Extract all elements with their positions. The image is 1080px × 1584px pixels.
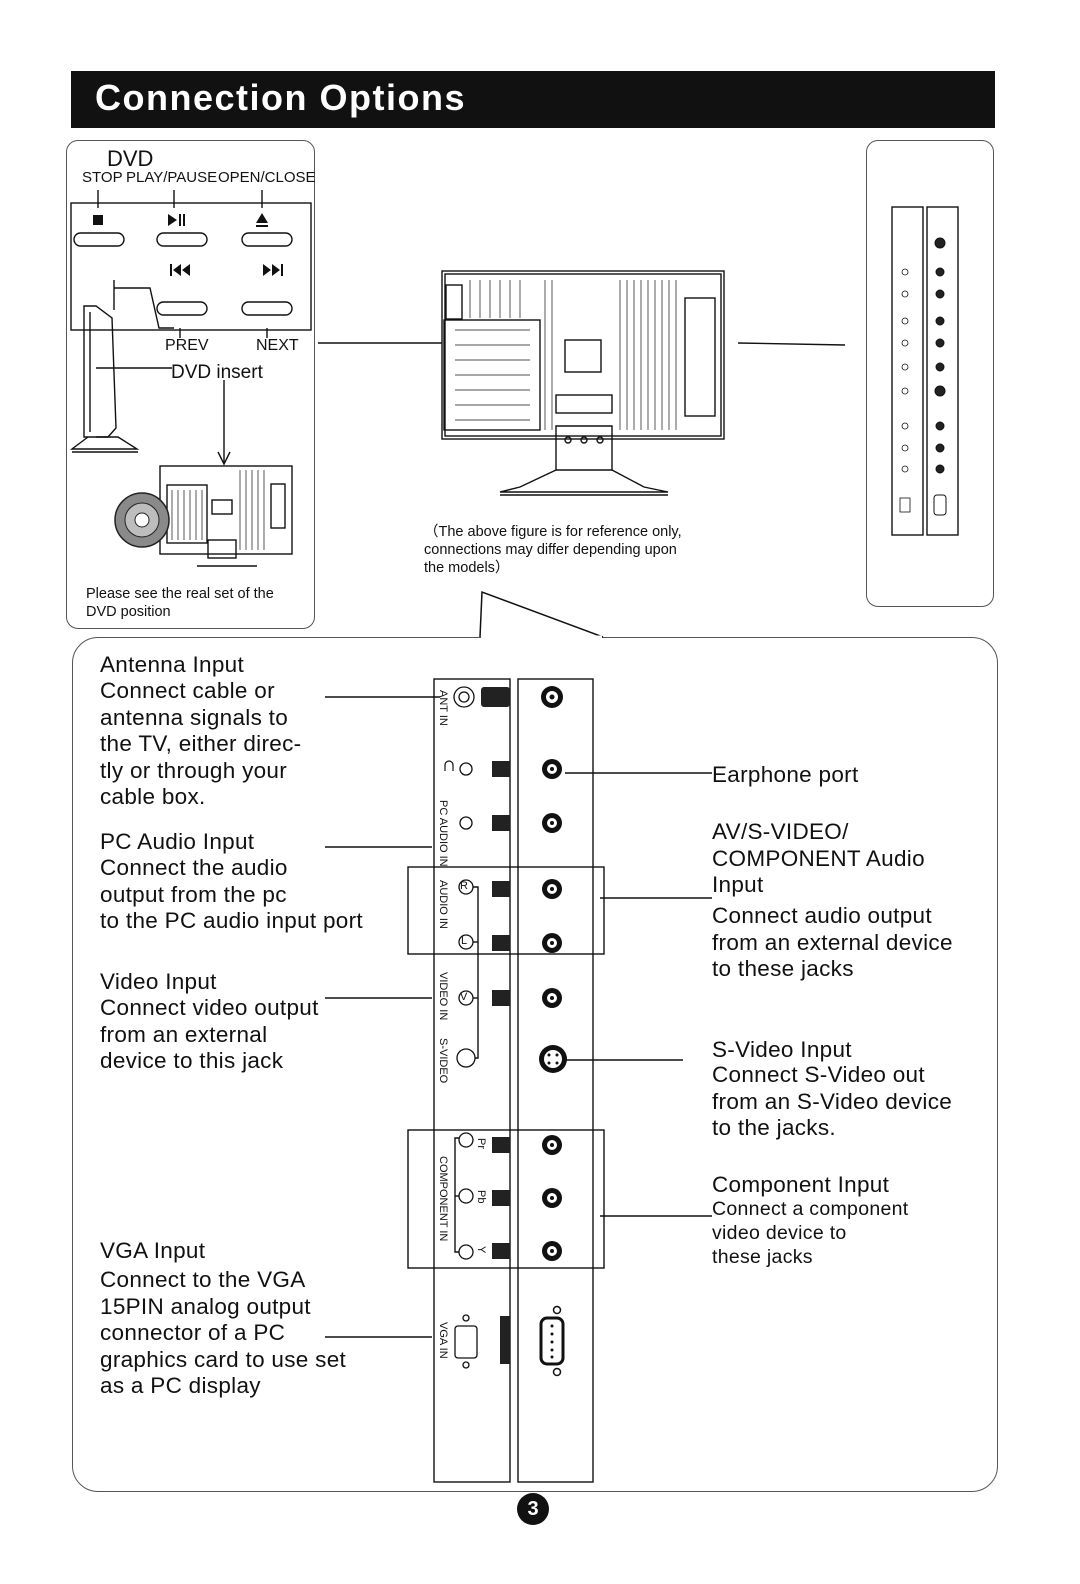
stop-label: STOP (82, 169, 123, 186)
video-in-label: VIDEO IN (437, 972, 449, 1021)
dvd-insert-label: DVD insert (171, 362, 263, 383)
video-title: Video Input (100, 969, 217, 994)
ant-in-label: ANT IN (437, 690, 449, 726)
jack-pb-label: Pb (475, 1190, 487, 1204)
page-number: 3 (517, 1493, 549, 1525)
earphone-title: Earphone port (712, 762, 859, 787)
jack-l-label: L (461, 935, 468, 947)
dvd-position-note: Please see the real set of the DVD posit… (86, 586, 274, 620)
header-bar (71, 71, 995, 128)
jack-y-label: Y (475, 1246, 487, 1254)
component-in-label: COMPONENT IN (437, 1156, 449, 1242)
side-panel-box (866, 140, 994, 607)
next-label: NEXT (256, 337, 299, 354)
video-body: Connect video output from an external de… (100, 995, 319, 1073)
s-video-body: Connect S-Video out from an S-Video devi… (712, 1062, 953, 1140)
page-title: Connection Options (95, 77, 466, 118)
jack-r-label: R (460, 880, 468, 892)
jack-pr-label: Pr (475, 1138, 487, 1149)
s-video-title: S-Video Input (712, 1037, 852, 1062)
pc-audio-title: PC Audio Input (100, 829, 255, 854)
vga-title: VGA Input (100, 1238, 206, 1263)
component-title: Component Input (712, 1172, 890, 1197)
antenna-body: Connect cable or antenna signals to the … (100, 678, 302, 809)
play-pause-label: PLAY/PAUSE (126, 169, 218, 186)
connections-box (72, 637, 998, 1492)
prev-label: PREV (165, 337, 209, 354)
s-video-panel-label: S-VIDEO (437, 1038, 449, 1084)
open-close-label: OPEN/CLOSE (218, 169, 316, 186)
audio-in-label: AUDIO IN (437, 880, 449, 929)
pc-audio-body: Connect the audio output from the pc to … (100, 855, 363, 933)
jack-v-label: V (460, 991, 468, 1003)
pc-audio-in-label: PC AUDIO IN (437, 800, 449, 867)
antenna-title: Antenna Input (100, 652, 245, 677)
av-audio-title: AV/S-VIDEO/ COMPONENT Audio Input (712, 819, 925, 897)
dvd-title: DVD (107, 146, 154, 171)
reference-note: （The above figure is for reference only,… (424, 524, 682, 576)
vga-body: Connect to the VGA 15PIN analog output c… (100, 1267, 347, 1398)
component-body: Connect a component video device to thes… (712, 1198, 909, 1268)
dvd-panel-box (66, 140, 315, 629)
vga-in-label: VGA IN (437, 1322, 449, 1359)
av-audio-body: Connect audio output from an external de… (712, 903, 953, 981)
